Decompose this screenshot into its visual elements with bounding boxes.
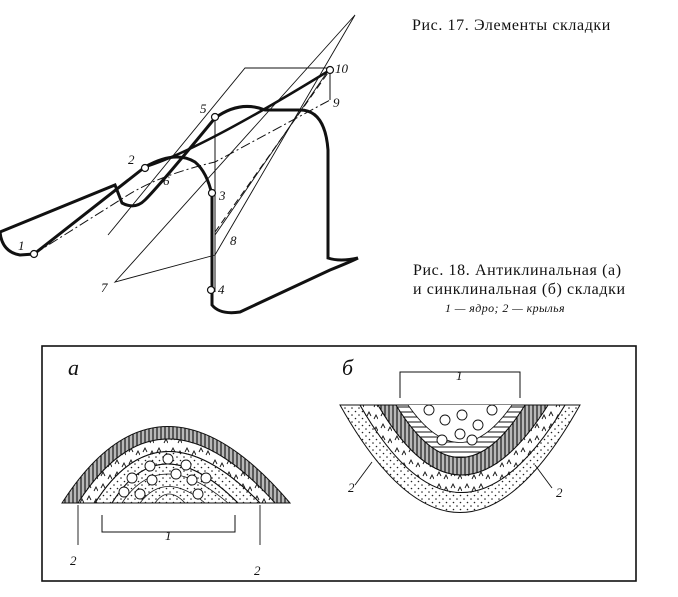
fold-surface-back (0, 104, 359, 262)
figure18-frame (41, 345, 637, 582)
label-1: 1 (18, 238, 25, 253)
label-5: 5 (200, 101, 207, 116)
fold-surface-front (0, 155, 359, 315)
panel-b-wing-left: 2 (348, 480, 355, 495)
label-7: 7 (101, 280, 108, 295)
point-1 (29, 249, 39, 259)
fig17-diagram (0, 14, 359, 315)
fold-ridge (144, 68, 331, 169)
panel-a-wing-left: 2 (70, 553, 77, 568)
hinge-line-dashed (214, 69, 331, 233)
label-6: 6 (163, 173, 170, 188)
label-3: 3 (218, 188, 226, 203)
panel-b-wing-right: 2 (556, 485, 563, 500)
point-10 (325, 65, 335, 75)
point-4 (206, 285, 216, 295)
panel-a-anticline (61, 426, 292, 545)
panel-a-wing-right: 2 (254, 563, 261, 578)
axial-plane (113, 14, 356, 283)
figure17-caption: Рис. 17. Элементы складки (412, 17, 611, 34)
panel-b-letter: б (342, 355, 354, 380)
label-4: 4 (218, 282, 225, 297)
point-2 (140, 163, 150, 173)
syncline-core-bracket (399, 371, 521, 398)
figure18-caption-line1: Рис. 18. Антиклинальная (а) (413, 262, 622, 279)
fold-axis-line (33, 99, 331, 255)
panel-a-letter: а (68, 355, 79, 380)
fig17-point-labels: 1 2 3 4 5 6 7 8 9 10 (18, 61, 349, 297)
figure18-legend: 1 — ядро; 2 — крылья (445, 301, 565, 315)
point-3 (207, 188, 217, 198)
point-5 (210, 112, 220, 122)
panel-a-core-label: 1 (165, 528, 172, 543)
label-2: 2 (128, 152, 135, 167)
label-9: 9 (333, 95, 340, 110)
hinge-plane (107, 67, 331, 236)
label-10: 10 (335, 61, 349, 76)
figure18-caption-line2: и синклинальная (б) складки (413, 281, 626, 298)
label-8: 8 (230, 233, 237, 248)
panel-b-syncline (339, 371, 581, 513)
panel-b-core-label: 1 (456, 368, 463, 383)
anticline-core-bracket (101, 515, 236, 533)
